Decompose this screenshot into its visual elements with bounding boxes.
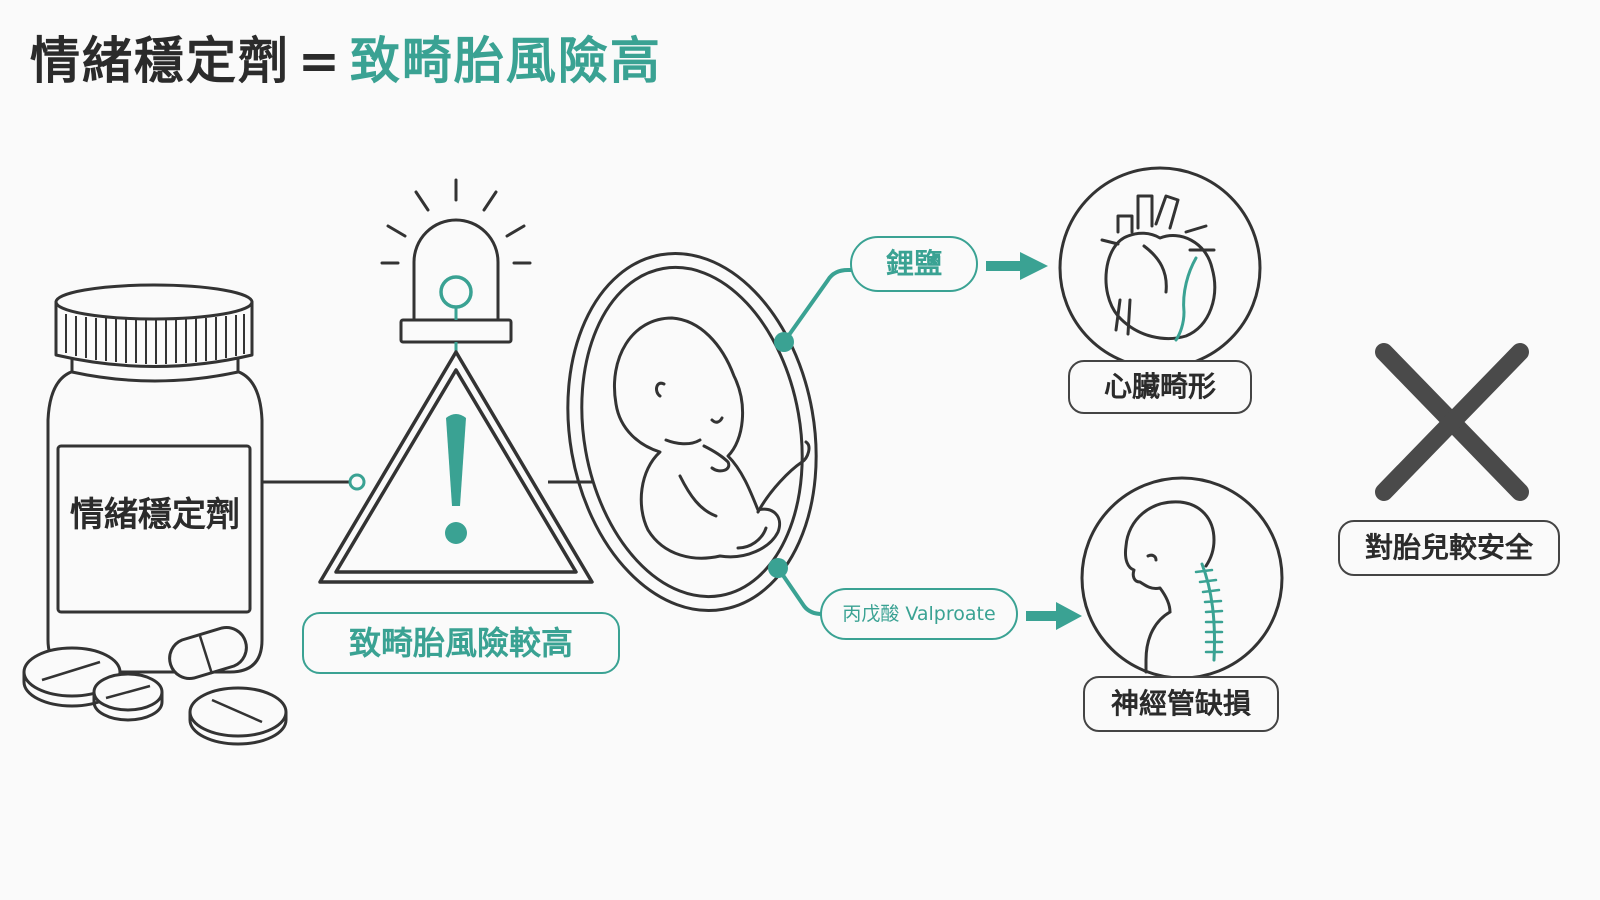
siren-icon (380, 178, 532, 352)
safe-label: 對胎兒較安全 (1338, 520, 1560, 576)
title-equals: = (298, 32, 342, 90)
bottle-label: 情緒穩定劑 (70, 495, 240, 535)
pill-icon (188, 686, 288, 746)
lithium-branch (774, 268, 854, 352)
baby-spine-icon (1080, 476, 1284, 680)
heart-defect-label: 心臟畸形 (1068, 360, 1252, 414)
bottle-connector (262, 473, 366, 491)
neural-tube-defect-label: 神經管缺損 (1083, 676, 1279, 732)
fetus-icon (566, 251, 818, 613)
page-title: 情緒穩定劑=致畸胎風險高 (30, 36, 662, 86)
arrow-right-icon (986, 252, 1048, 280)
valproate-label: 丙戊酸 Valproate (820, 588, 1018, 640)
warning-triangle-icon (318, 350, 594, 584)
cross-icon (1375, 343, 1529, 501)
title-right: 致畸胎風險高 (349, 32, 662, 90)
pill-icon (168, 626, 248, 680)
pill-icon (92, 672, 164, 722)
arrow-right-icon (1026, 602, 1082, 630)
heart-icon (1058, 166, 1262, 370)
warning-label: 致畸胎風險較高 (302, 612, 620, 674)
valproate-branch (768, 558, 824, 616)
medicine-bottle-icon (46, 283, 264, 674)
lithium-label: 鋰鹽 (850, 236, 978, 292)
title-left: 情緒穩定劑 (30, 32, 290, 90)
